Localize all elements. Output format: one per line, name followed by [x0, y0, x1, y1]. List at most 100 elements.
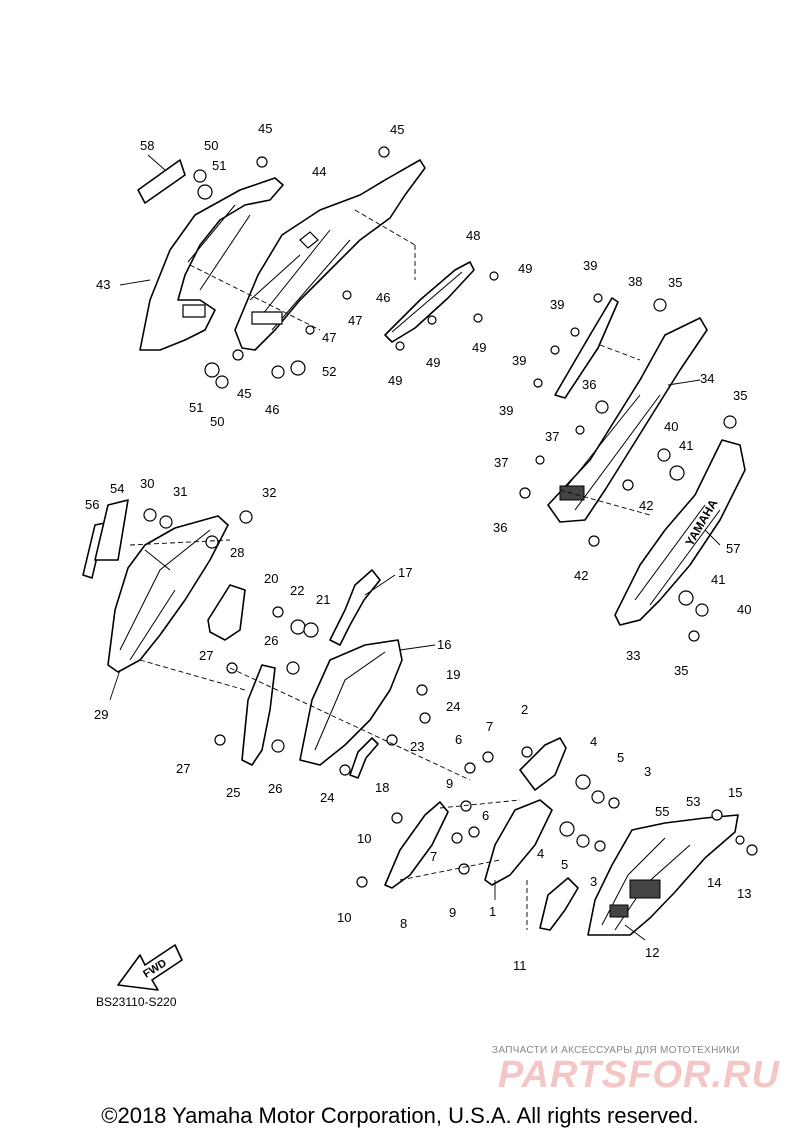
- callout: 26: [268, 781, 282, 796]
- callout: 18: [375, 780, 389, 795]
- callout: 29: [94, 707, 108, 722]
- callout-labels: 45 45 58 50 51 44 48 49 43 46 47 47 49 4…: [85, 121, 751, 973]
- callout: 36: [493, 520, 507, 535]
- callout: 39: [512, 353, 526, 368]
- callout: 55: [655, 804, 669, 819]
- callout: 58: [140, 138, 154, 153]
- side-cover-34: [547, 317, 708, 523]
- callout: 45: [237, 386, 251, 401]
- callout: 47: [348, 313, 362, 328]
- bracket-28: [207, 584, 246, 641]
- callout: 26: [264, 633, 278, 648]
- callout: 7: [430, 849, 437, 864]
- copyright-notice: ©2018 Yamaha Motor Corporation, U.S.A. A…: [101, 1103, 699, 1128]
- callout: 50: [204, 138, 218, 153]
- callout: 31: [173, 484, 187, 499]
- callout: 57: [726, 541, 740, 556]
- cover-43: [139, 177, 284, 351]
- callout: 33: [626, 648, 640, 663]
- callout: 50: [210, 414, 224, 429]
- callout: 37: [545, 429, 559, 444]
- panel-12: [587, 814, 739, 936]
- callout: 23: [410, 739, 424, 754]
- callout: 10: [337, 910, 351, 925]
- callout: 49: [472, 340, 486, 355]
- callout: 28: [230, 545, 244, 560]
- leader-lines: [109, 154, 721, 941]
- bracket-44: [234, 159, 426, 351]
- callout: 37: [494, 455, 508, 470]
- callout: 49: [388, 373, 402, 388]
- callout: 41: [679, 438, 693, 453]
- callout: 1: [489, 904, 496, 919]
- callout: 20: [264, 571, 278, 586]
- callout: 51: [212, 158, 226, 173]
- callout: 49: [426, 355, 440, 370]
- callout: 21: [316, 592, 330, 607]
- panel-38: [554, 297, 619, 399]
- callout: 11: [513, 958, 527, 973]
- callout: 3: [644, 764, 651, 779]
- hose-18: [349, 737, 379, 779]
- callout: 9: [449, 905, 456, 920]
- callout: 13: [737, 886, 751, 901]
- callout: 17: [398, 565, 412, 580]
- callout: 53: [686, 794, 700, 809]
- callout: 27: [176, 761, 190, 776]
- callout: 25: [226, 785, 240, 800]
- callout: 8: [400, 916, 407, 931]
- bracket-11: [539, 877, 579, 931]
- callout: 35: [674, 663, 688, 678]
- callout: 19: [446, 667, 460, 682]
- hose-17: [329, 569, 381, 646]
- callout: 39: [583, 258, 597, 273]
- callout: 56: [85, 497, 99, 512]
- callout: 40: [664, 419, 678, 434]
- decal-56-54: [82, 499, 129, 579]
- callout: 45: [258, 121, 272, 136]
- watermark-logo: PARTSFOR.RU: [498, 1054, 780, 1096]
- bracket-16: [299, 639, 403, 766]
- callout: 6: [455, 732, 462, 747]
- callout: 35: [668, 275, 682, 290]
- callout: 46: [376, 290, 390, 305]
- hardware: [143, 146, 758, 888]
- callout: 7: [486, 719, 493, 734]
- callout: 41: [711, 572, 725, 587]
- callout: 51: [189, 400, 203, 415]
- callout: 6: [482, 808, 489, 823]
- callout: 27: [199, 648, 213, 663]
- callout: 42: [574, 568, 588, 583]
- decal-58: [137, 159, 186, 204]
- callout: 30: [140, 476, 154, 491]
- callout: 42: [639, 498, 653, 513]
- callout: 10: [357, 831, 371, 846]
- bracket-2-1: [484, 737, 567, 886]
- callout: 3: [590, 874, 597, 889]
- callout: 52: [322, 364, 336, 379]
- plate-25: [241, 664, 276, 766]
- strip-48: [384, 261, 475, 343]
- cover-8: [384, 801, 449, 889]
- callout: 40: [737, 602, 751, 617]
- callout: 5: [561, 857, 568, 872]
- callout: 43: [96, 277, 110, 292]
- callout: 22: [290, 583, 304, 598]
- fwd-arrow-icon: FWD: [117, 944, 183, 991]
- callout: 32: [262, 485, 276, 500]
- callout: 5: [617, 750, 624, 765]
- callout: 48: [466, 228, 480, 243]
- callout: 35: [733, 388, 747, 403]
- callout: 45: [390, 122, 404, 137]
- callout: 4: [590, 734, 597, 749]
- callout: 15: [728, 785, 742, 800]
- callout: 9: [446, 776, 453, 791]
- callout: 49: [518, 261, 532, 276]
- callout: 24: [446, 699, 460, 714]
- callout: 2: [521, 702, 528, 717]
- callout: 14: [707, 875, 721, 890]
- callout: 38: [628, 274, 642, 289]
- callout: 36: [582, 377, 596, 392]
- callout: 16: [437, 637, 451, 652]
